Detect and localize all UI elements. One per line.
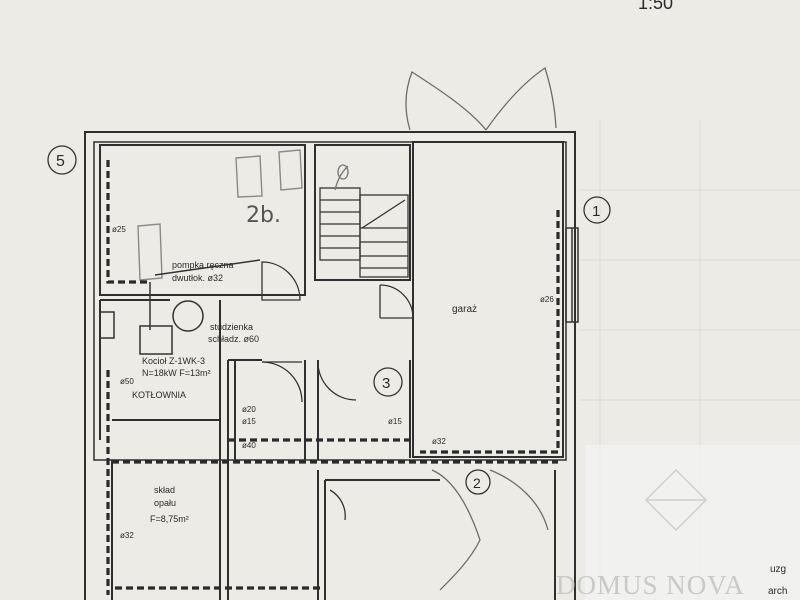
pipe-label-26: ø26: [540, 295, 554, 304]
door-swings: [261, 261, 414, 521]
axis-label-5: 5: [56, 153, 65, 170]
fuel-storage-line1: skład: [154, 485, 175, 495]
pipe-label-25: ø25: [112, 225, 126, 234]
room-label-garage: garaż: [452, 304, 477, 315]
pipe-label-40: ø40: [242, 441, 256, 450]
hand-pump-label: pompka ręczna: [172, 260, 234, 270]
pipe-label-50: ø50: [120, 377, 134, 386]
pipe-runs: [106, 160, 560, 595]
handwritten-sketches: [137, 149, 303, 281]
axis-circle-1: [583, 196, 611, 224]
handwritten-room-note: 2b.: [246, 203, 281, 228]
staircase: [319, 164, 409, 278]
axis-label-3: 3: [382, 375, 390, 392]
axis-circle-5: [47, 145, 77, 175]
watermark-corner-2: arch: [768, 586, 787, 597]
pipe-label-15b: ø15: [388, 417, 402, 426]
garage-window: [565, 227, 579, 323]
watermark: DOMUS NOVA uzg arch: [556, 445, 800, 600]
well-symbol: [172, 300, 204, 332]
axis-circle-2: [465, 469, 491, 495]
axis-circle-3: [373, 367, 403, 397]
fuel-storage-line2: opału: [154, 498, 176, 508]
pipe-label-15a: ø15: [242, 417, 256, 426]
garage-gate-sketch: [405, 66, 557, 591]
pipe-label-20: ø20: [242, 405, 256, 414]
axis-label-2: 2: [473, 475, 481, 491]
room-label-boiler-room: KOTŁOWNIA: [132, 390, 186, 400]
pipe-label-32-garage: ø32: [432, 437, 446, 446]
boiler-label: Kocioł Z-1WK-3: [142, 356, 205, 366]
well-label: studzienka: [210, 322, 253, 332]
axis-label-1: 1: [592, 203, 600, 220]
watermark-corner-1: uzg: [770, 564, 786, 575]
boiler-symbol: [139, 325, 173, 355]
axis-markers: 5 1 2 3: [47, 145, 611, 495]
hand-pump-spec: dwutłok. ø32: [172, 273, 223, 283]
scale-label: 1:50: [638, 0, 673, 13]
pipe-label-32-storage: ø32: [120, 531, 134, 540]
well-spec: schładz. ø60: [208, 334, 259, 344]
boiler-equipment: [99, 259, 261, 355]
interior-walls: [99, 141, 564, 600]
fuel-storage-area: F=8,75m²: [150, 514, 189, 524]
watermark-logo-icon: [644, 468, 708, 532]
watermark-brand: DOMUS NOVA: [556, 570, 745, 600]
boiler-spec: N=18kW F=13m²: [142, 368, 211, 378]
